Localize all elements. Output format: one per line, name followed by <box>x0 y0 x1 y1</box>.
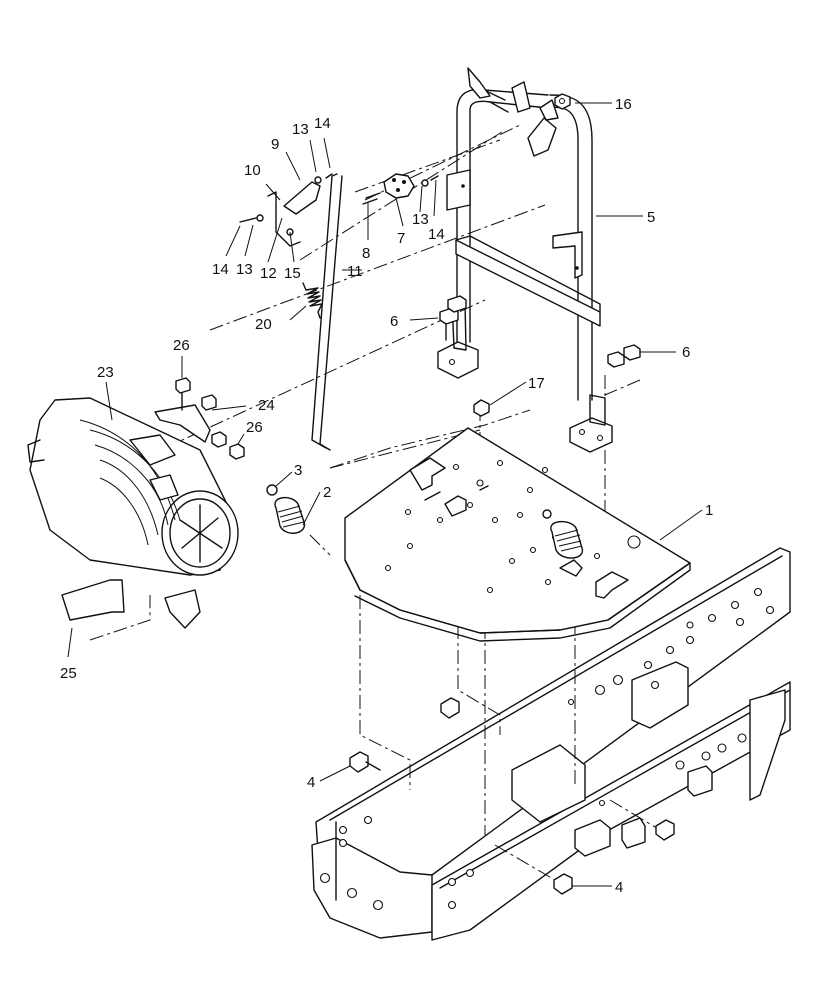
callout-5: 5 <box>647 209 655 226</box>
callout-17: 17 <box>528 375 545 392</box>
callout-16: 16 <box>615 96 632 113</box>
callout-24: 24 <box>258 397 275 414</box>
callout-13-right: 13 <box>412 211 429 228</box>
part-25-sheet <box>61 579 125 621</box>
linkage-assembly <box>239 173 439 451</box>
callout-leaders <box>67 102 703 887</box>
bolts-4 <box>349 697 675 895</box>
callout-1: 1 <box>705 502 713 519</box>
callout-2: 2 <box>323 484 331 501</box>
rail-holes <box>319 587 775 911</box>
seat-frame <box>437 67 613 453</box>
callout-7: 7 <box>397 230 405 247</box>
callout-15: 15 <box>284 265 301 282</box>
callout-6-left: 6 <box>390 313 398 330</box>
callout-25: 25 <box>60 665 77 682</box>
callout-23: 23 <box>97 364 114 381</box>
callout-6-right: 6 <box>682 344 690 361</box>
callout-labels: 1 2 3 4 4 5 6 6 7 8 9 10 11 12 13 13 13 … <box>60 96 713 896</box>
callout-14-top: 14 <box>314 115 331 132</box>
callout-8: 8 <box>362 245 370 262</box>
nut-16 <box>554 93 571 110</box>
callout-14-left: 14 <box>212 261 229 278</box>
spring-2 <box>266 484 306 534</box>
bolts-6 <box>439 295 641 368</box>
callout-10: 10 <box>244 162 261 179</box>
callout-26-right: 26 <box>246 419 263 436</box>
assembly-centerlines <box>89 124 661 881</box>
callout-4-upper: 4 <box>307 774 315 791</box>
callout-13-top: 13 <box>292 121 309 138</box>
callout-9: 9 <box>271 136 279 153</box>
nut-17 <box>473 399 490 417</box>
callout-3: 3 <box>294 462 302 479</box>
callout-4-lower: 4 <box>615 879 623 896</box>
callout-11: 11 <box>347 263 363 280</box>
callout-14-right: 14 <box>428 226 445 243</box>
chassis-frame <box>311 547 791 941</box>
callout-26-top: 26 <box>173 337 190 354</box>
callout-12: 12 <box>260 265 277 282</box>
callout-13-left: 13 <box>236 261 253 278</box>
seat-base-plate <box>344 427 691 642</box>
callout-20: 20 <box>255 316 272 333</box>
air-cleaner <box>27 377 245 629</box>
